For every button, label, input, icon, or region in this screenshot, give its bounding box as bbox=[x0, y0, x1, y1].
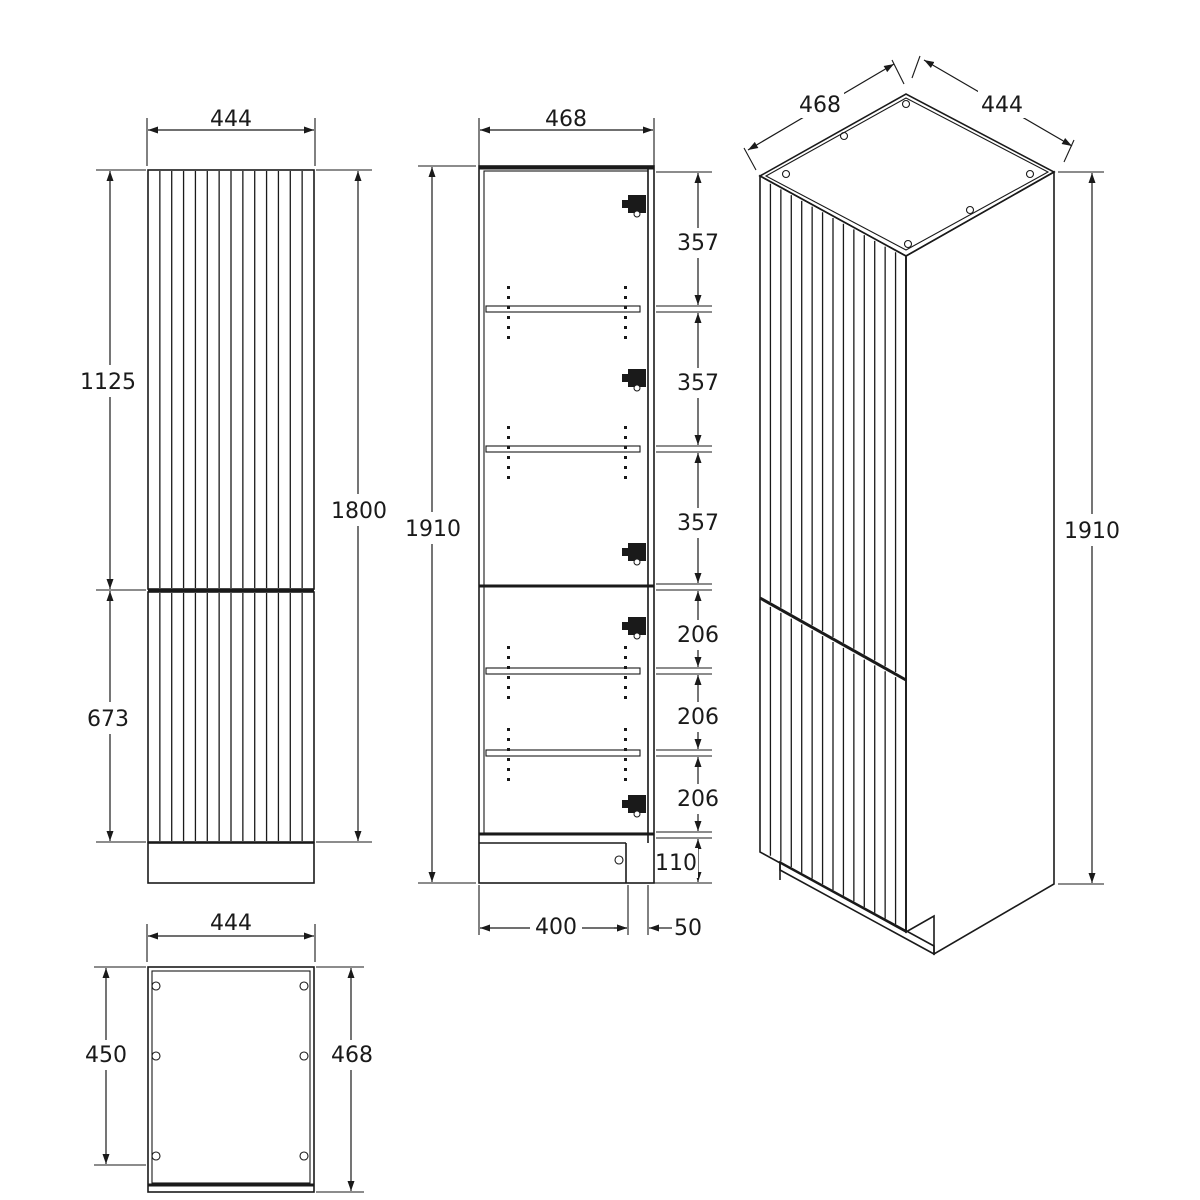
pin-hole bbox=[507, 646, 510, 649]
pin-hole bbox=[507, 738, 510, 741]
iso-door-ribs bbox=[769, 183, 897, 925]
plinth-setback-label: 50 bbox=[674, 916, 702, 941]
shelf bbox=[485, 445, 641, 453]
pin-hole bbox=[624, 696, 627, 699]
pin-hole bbox=[624, 316, 627, 319]
pin-hole bbox=[624, 728, 627, 731]
doors-total-height-label: 1800 bbox=[331, 499, 387, 524]
pin-hole bbox=[507, 686, 510, 689]
upper-spacing-label-1: 357 bbox=[677, 231, 719, 256]
pin-hole bbox=[624, 768, 627, 771]
top-inner-depth-label: 450 bbox=[85, 1043, 127, 1068]
pin-hole bbox=[624, 326, 627, 329]
iso-depth-label: 468 bbox=[799, 93, 841, 118]
front-width-label: 444 bbox=[210, 107, 252, 132]
hinge bbox=[622, 795, 646, 818]
iso-height-label: 1910 bbox=[1064, 519, 1120, 544]
pin-hole bbox=[507, 758, 510, 761]
upper-spacing-label-3: 357 bbox=[677, 511, 719, 536]
pin-hole bbox=[624, 676, 627, 679]
plinth-height-label: 110 bbox=[655, 851, 697, 876]
pin-hole bbox=[507, 426, 510, 429]
section-view: 468 1910 bbox=[405, 107, 720, 942]
pin-hole bbox=[624, 436, 627, 439]
pin-hole bbox=[507, 296, 510, 299]
section-depth-label: 468 bbox=[545, 107, 587, 132]
pin-hole bbox=[507, 676, 510, 679]
pin-hole bbox=[624, 666, 627, 669]
upper-spacing-label-2: 357 bbox=[677, 371, 719, 396]
pin-hole bbox=[624, 296, 627, 299]
section-height-label: 1910 bbox=[405, 517, 461, 542]
pin-hole bbox=[507, 436, 510, 439]
pin-hole bbox=[624, 738, 627, 741]
pin-hole bbox=[624, 446, 627, 449]
top-outline bbox=[147, 966, 315, 1193]
door-hinges bbox=[622, 195, 646, 818]
iso-side-face bbox=[905, 170, 1055, 956]
front-plinth bbox=[147, 842, 315, 884]
pin-hole bbox=[624, 748, 627, 751]
hinge bbox=[622, 543, 646, 566]
pin-hole bbox=[507, 446, 510, 449]
hinge bbox=[622, 195, 646, 218]
pin-hole bbox=[624, 426, 627, 429]
lower-door-height-label: 673 bbox=[87, 707, 129, 732]
hinge bbox=[622, 617, 646, 640]
front-lower-door bbox=[147, 591, 315, 843]
pin-hole bbox=[507, 656, 510, 659]
isometric-view: 468 444 1910 bbox=[743, 55, 1120, 956]
pin-hole bbox=[624, 466, 627, 469]
pin-hole bbox=[507, 316, 510, 319]
lower-spacing-label-3: 206 bbox=[677, 787, 719, 812]
pin-hole bbox=[624, 656, 627, 659]
pin-hole bbox=[507, 286, 510, 289]
shelf bbox=[485, 667, 641, 675]
shelf bbox=[485, 305, 641, 313]
plinth-depth-label: 400 bbox=[535, 915, 577, 940]
pin-hole bbox=[624, 336, 627, 339]
pin-hole bbox=[624, 456, 627, 459]
shelf-pin-holes bbox=[507, 286, 627, 781]
pin-hole bbox=[507, 336, 510, 339]
pin-hole bbox=[507, 456, 510, 459]
section-carcass bbox=[478, 165, 655, 884]
pin-hole bbox=[624, 686, 627, 689]
front-view: 444 1125 673 1800 bbox=[80, 107, 387, 884]
pin-hole bbox=[624, 306, 627, 309]
pin-hole bbox=[624, 758, 627, 761]
pin-hole bbox=[507, 748, 510, 751]
top-outer-depth-label: 468 bbox=[331, 1043, 373, 1068]
lower-spacing-label-2: 206 bbox=[677, 705, 719, 730]
hinge bbox=[622, 369, 646, 392]
pin-hole bbox=[507, 306, 510, 309]
pin-hole bbox=[507, 778, 510, 781]
iso-width-label: 444 bbox=[981, 93, 1023, 118]
shelf bbox=[485, 749, 641, 757]
lower-spacing-label-1: 206 bbox=[677, 623, 719, 648]
pin-hole bbox=[507, 466, 510, 469]
top-width-label: 444 bbox=[210, 911, 252, 936]
pin-hole bbox=[624, 286, 627, 289]
pin-hole bbox=[507, 326, 510, 329]
pin-hole bbox=[624, 778, 627, 781]
pin-hole bbox=[507, 666, 510, 669]
pin-hole bbox=[507, 768, 510, 771]
iso-top-face bbox=[758, 93, 1056, 257]
pin-hole bbox=[624, 646, 627, 649]
pin-hole bbox=[624, 476, 627, 479]
pin-hole bbox=[507, 696, 510, 699]
front-door-ribs bbox=[159, 171, 303, 841]
upper-door-height-label: 1125 bbox=[80, 370, 136, 395]
top-view: 444 450 468 bbox=[82, 911, 376, 1193]
shelf-spacing-dims: 357 357 357 206 206 206 110 bbox=[632, 171, 720, 884]
pin-hole bbox=[507, 476, 510, 479]
pin-hole bbox=[507, 728, 510, 731]
